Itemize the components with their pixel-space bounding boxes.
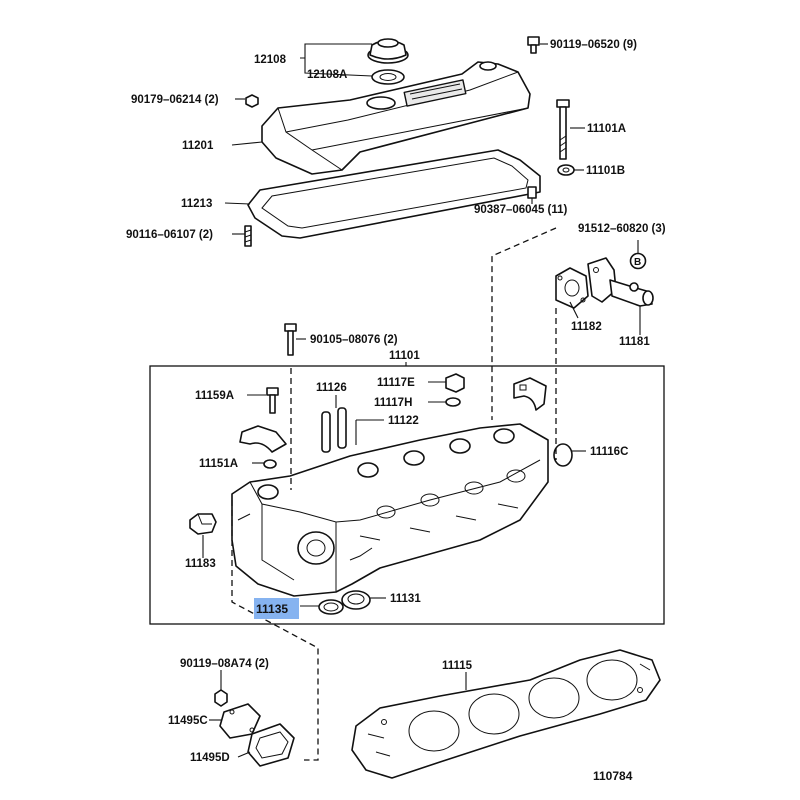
head-bolt-long (556, 99, 570, 160)
cover-plate-gasket (247, 723, 295, 767)
label-11126[interactable]: 11126 (316, 382, 347, 394)
cover-stud (244, 225, 252, 247)
label-11122[interactable]: 11122 (388, 415, 419, 427)
label-12108[interactable]: 12108 (254, 54, 287, 66)
leader-lines (202, 43, 641, 758)
label-11101b[interactable]: 11101B (586, 165, 625, 177)
label-90116-06107[interactable]: 90116–06107 (2) (126, 229, 213, 241)
cylinder-head-cover (261, 61, 531, 175)
label-11183[interactable]: 11183 (185, 558, 216, 570)
label-11135[interactable]: 11135 (256, 602, 288, 616)
plug-11117h (445, 397, 461, 407)
label-90119-06520[interactable]: 90119–06520 (9) (550, 39, 637, 51)
cylinder-head-assembly-box (149, 365, 665, 625)
label-11131[interactable]: 11131 (390, 593, 421, 605)
camshaft-bearing-cap-left (239, 425, 287, 453)
label-11159a[interactable]: 11159A (195, 390, 234, 402)
label-11101[interactable]: 11101 (389, 350, 420, 362)
camshaft-bearing-cap-right (513, 377, 547, 411)
expansion-plug (553, 443, 573, 467)
label-11181[interactable]: 11181 (619, 336, 650, 348)
label-90119-08a74[interactable]: 90119–08A74 (2) (180, 658, 269, 670)
label-90387-06045[interactable]: 90387–06045 (11) (474, 204, 568, 216)
valve-guide-bushings (321, 407, 347, 453)
label-11495c[interactable]: 11495C (168, 715, 208, 727)
cover-grommet (527, 186, 537, 199)
cover-nut (245, 94, 259, 108)
head-bolt-short (284, 323, 297, 356)
label-11115[interactable]: 11115 (442, 660, 473, 672)
label-12108a[interactable]: 12108A (307, 69, 347, 81)
label-91512-60820[interactable]: 91512–60820 (3) (578, 223, 666, 235)
head-bolt-washer (557, 164, 575, 176)
label-11182[interactable]: 11182 (571, 321, 602, 333)
cylinder-head (231, 423, 549, 597)
cover-stud-bolt (527, 36, 540, 54)
plug-seal (263, 459, 277, 469)
label-11116c[interactable]: 11116C (590, 446, 628, 458)
label-11201[interactable]: 11201 (182, 140, 214, 152)
camshaft-oil-seal (341, 590, 371, 610)
head-cover-gasket (247, 149, 541, 239)
highlighted-part-11135[interactable] (254, 598, 299, 619)
label-11117h[interactable]: 11117H (374, 397, 412, 409)
label-11495d[interactable]: 11495D (190, 752, 230, 764)
figure-id: 110784 (593, 769, 633, 783)
label-11117e[interactable]: 11117E (377, 377, 415, 389)
dashed-reference-lines (231, 227, 557, 761)
bearing-cap-bolt (266, 387, 279, 414)
label-90179-06214[interactable]: 90179–06214 (2) (131, 94, 219, 106)
label-90105-08076[interactable]: 90105–08076 (2) (310, 334, 398, 346)
part-labels: 12108 12108A 90119–06520 (9) 90179–06214… (126, 39, 666, 783)
water-outlet (587, 257, 654, 307)
plug-11117e (445, 373, 465, 393)
valve-stem-oil-seal (318, 599, 344, 615)
cylinder-head-gasket (351, 649, 661, 779)
label-11213[interactable]: 11213 (181, 198, 212, 210)
marker-b-letter: B (634, 257, 641, 268)
cam-end-plug (189, 513, 217, 535)
label-11151a[interactable]: 11151A (199, 458, 238, 470)
oil-filler-cap (367, 38, 409, 64)
filler-cap-gasket (371, 69, 405, 85)
label-11101a[interactable]: 11101A (587, 123, 626, 135)
plate-bolt (214, 689, 228, 707)
water-outlet-gasket (555, 267, 589, 309)
